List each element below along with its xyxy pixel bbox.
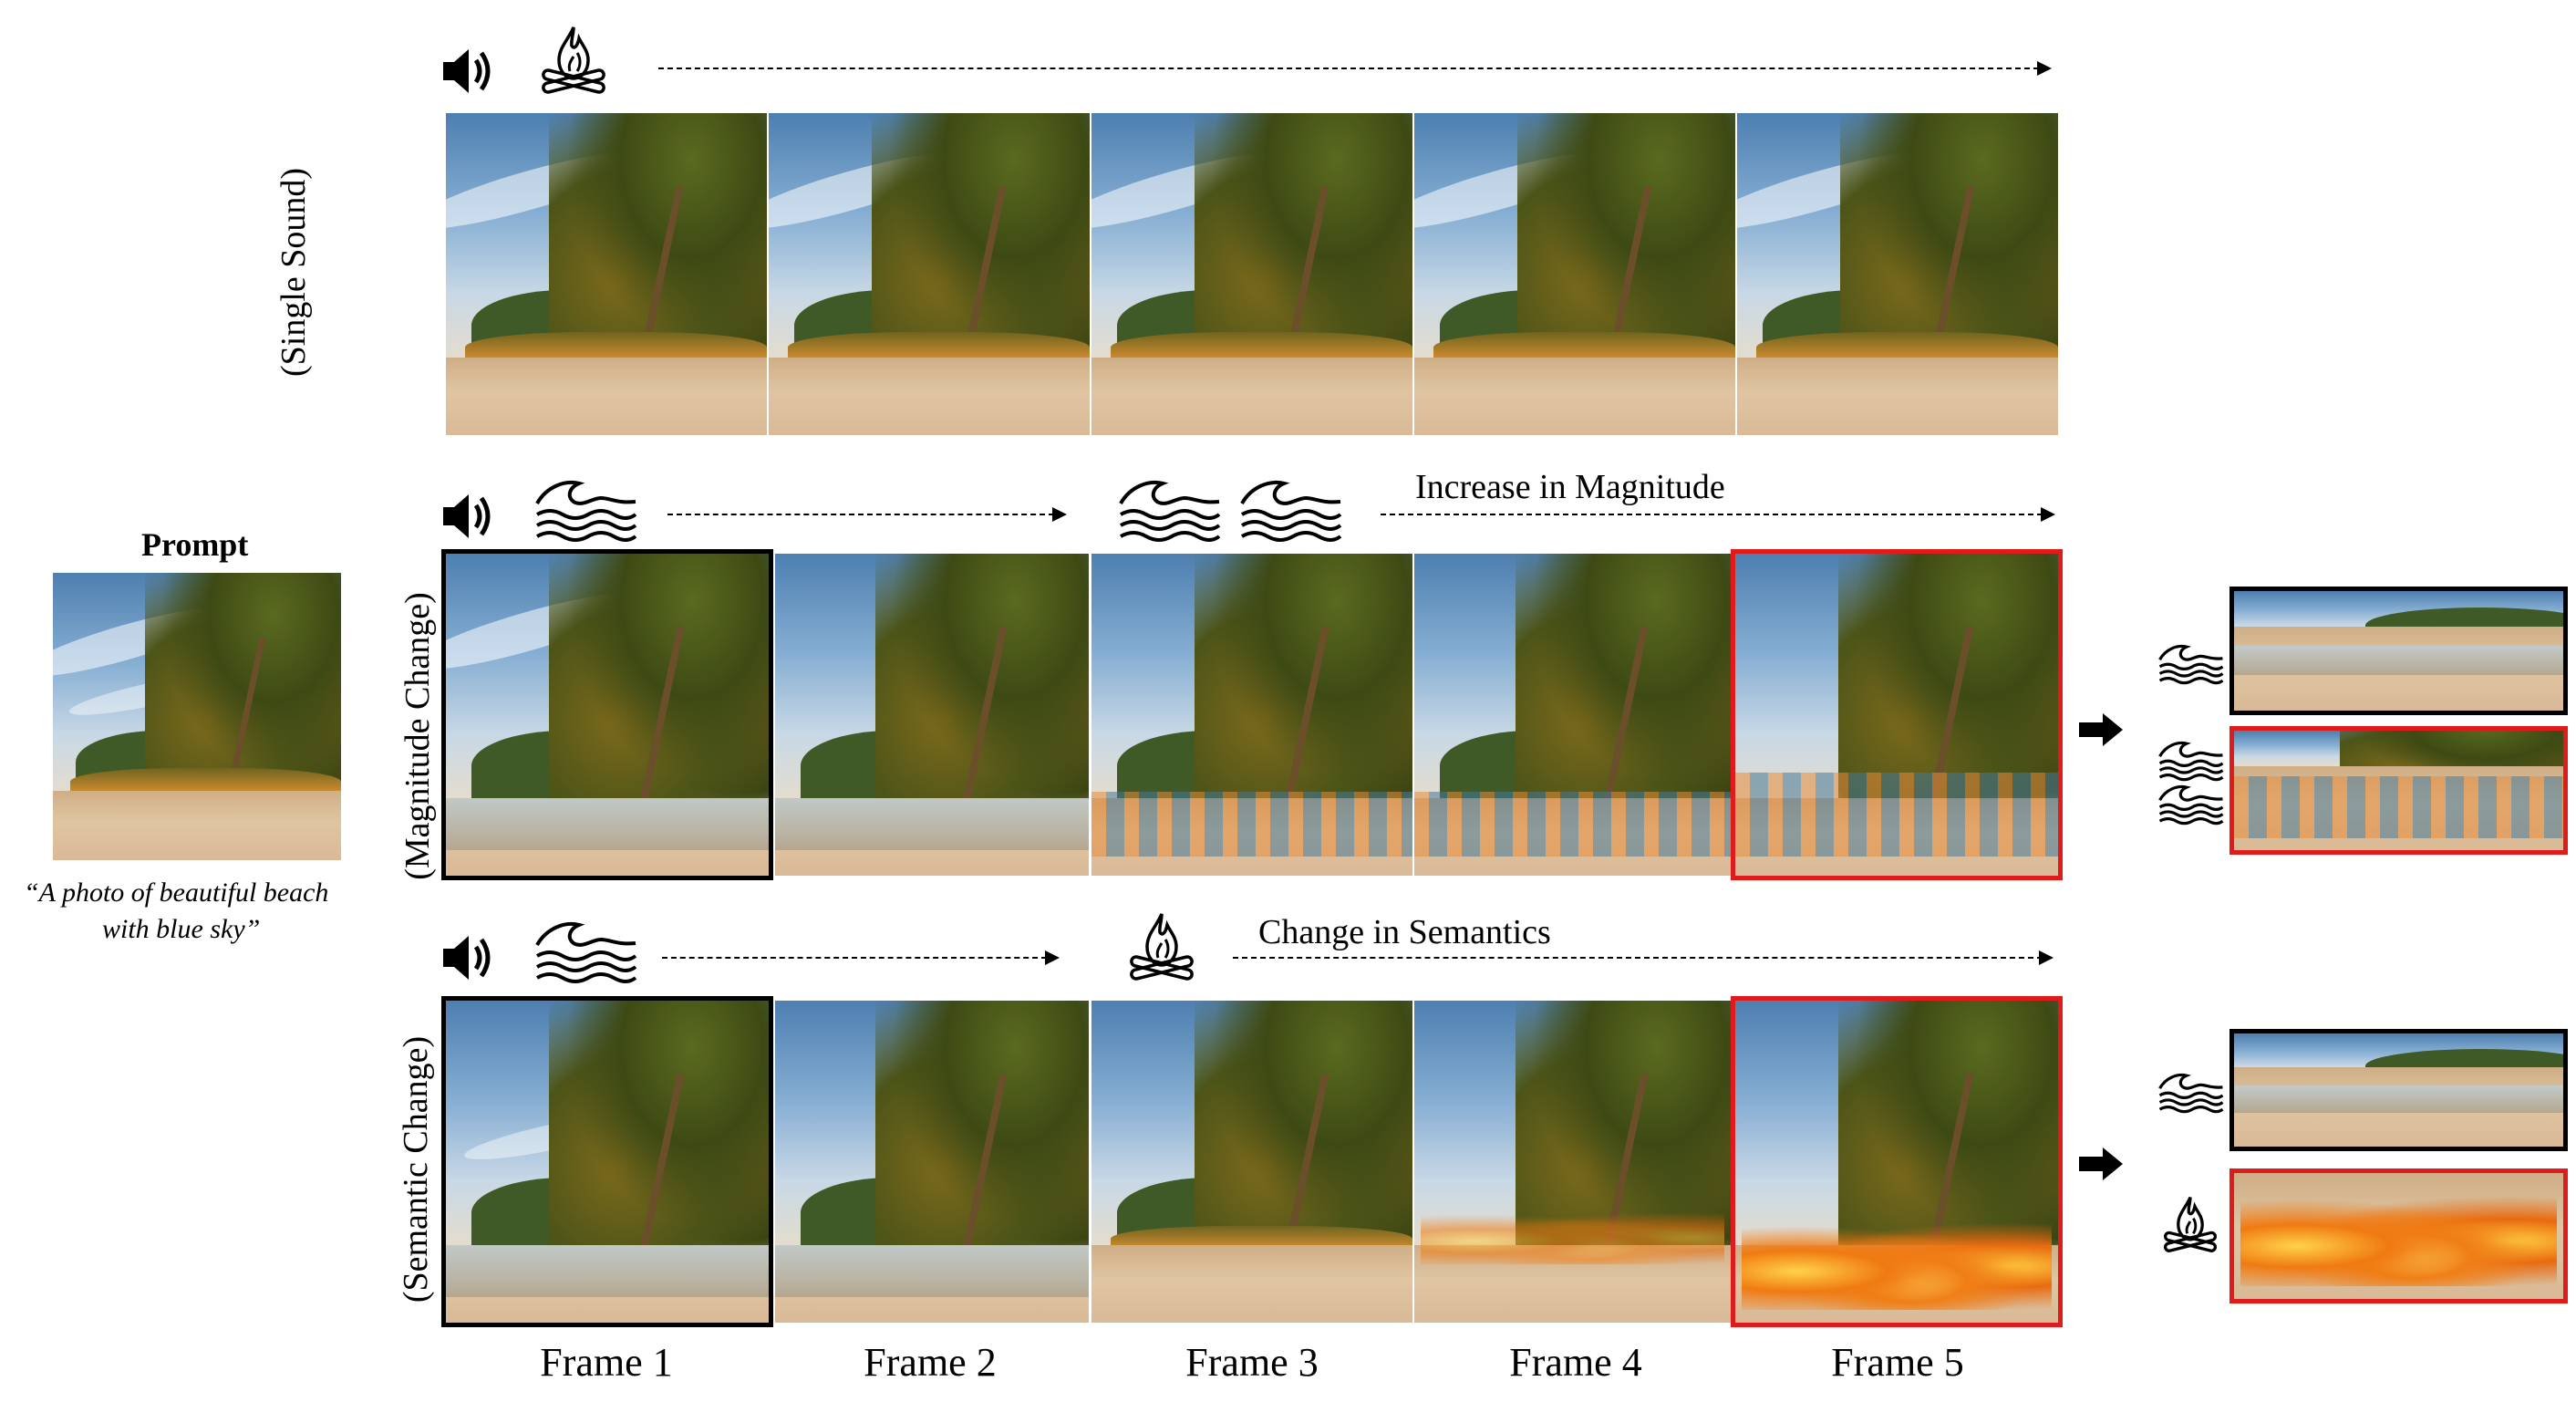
waves-icon [2157, 737, 2225, 787]
speaker-icon [440, 44, 494, 103]
row-label-single-sound: (Single Sound) [274, 167, 313, 377]
waves-icon [2157, 1069, 2225, 1119]
timeline-arrowhead [2041, 507, 2055, 522]
semantic-frame-5 [1731, 996, 2063, 1327]
frame-label-4: Frame 4 [1509, 1340, 1642, 1385]
timeline-arrow [1233, 957, 2043, 959]
waves-icon [533, 474, 639, 548]
waves-icon [1117, 474, 1223, 548]
magnitude-frame-2 [775, 554, 1089, 876]
magnitude-frame-4 [1414, 554, 1731, 876]
prompt-heading: Prompt [141, 526, 249, 563]
right-arrow-icon [2077, 711, 2125, 753]
single-frame-5 [1737, 113, 2058, 435]
magnitude-result-high [2229, 726, 2568, 855]
frame-label-2: Frame 2 [864, 1340, 997, 1385]
speaker-icon [440, 930, 494, 990]
timeline-arrowhead [1045, 950, 1060, 965]
row-label-semantic-change: (Semantic Change) [397, 1035, 435, 1303]
magnitude-frame-3 [1091, 554, 1412, 876]
waves-icon [1238, 474, 1344, 548]
prompt-caption-line2: with blue sky” [102, 914, 261, 944]
timeline-arrowhead [1052, 507, 1067, 522]
magnitude-frame-1 [441, 549, 773, 880]
campfire-icon [2156, 1191, 2225, 1265]
magnitude-frame-5 [1731, 549, 2063, 880]
annotation-change-semantics: Change in Semantics [1258, 913, 1551, 951]
semantic-result-waves [2229, 1029, 2568, 1151]
row-label-magnitude-change: (Magnitude Change) [398, 592, 437, 880]
campfire-icon [1120, 907, 1204, 995]
waves-icon [2157, 781, 2225, 831]
timeline-arrow [658, 68, 2039, 69]
timeline-arrowhead [2039, 950, 2054, 965]
prompt-caption-line1: “A photo of beautiful beach [24, 878, 329, 908]
single-frame-3 [1091, 113, 1412, 435]
speaker-icon [440, 489, 494, 548]
single-frame-1 [446, 113, 767, 435]
frame-label-5: Frame 5 [1831, 1340, 1964, 1385]
prompt-image [53, 573, 341, 860]
timeline-arrow [662, 957, 1047, 959]
timeline-arrow [1381, 514, 2043, 515]
single-frame-2 [769, 113, 1090, 435]
campfire-icon [532, 20, 616, 109]
annotation-increase-magnitude: Increase in Magnitude [1415, 468, 1725, 506]
semantic-frame-3 [1091, 1001, 1412, 1323]
timeline-arrowhead [2037, 61, 2052, 76]
magnitude-result-low [2229, 587, 2568, 715]
frame-label-3: Frame 3 [1185, 1340, 1319, 1385]
timeline-arrow [667, 514, 1054, 515]
semantic-frame-2 [775, 1001, 1089, 1323]
waves-icon [533, 916, 639, 990]
frame-label-1: Frame 1 [540, 1340, 673, 1385]
single-frame-4 [1414, 113, 1735, 435]
right-arrow-icon [2077, 1146, 2125, 1187]
semantic-frame-1 [441, 996, 773, 1327]
waves-icon [2157, 640, 2225, 691]
semantic-frame-4 [1414, 1001, 1731, 1323]
semantic-result-fire [2229, 1168, 2568, 1303]
